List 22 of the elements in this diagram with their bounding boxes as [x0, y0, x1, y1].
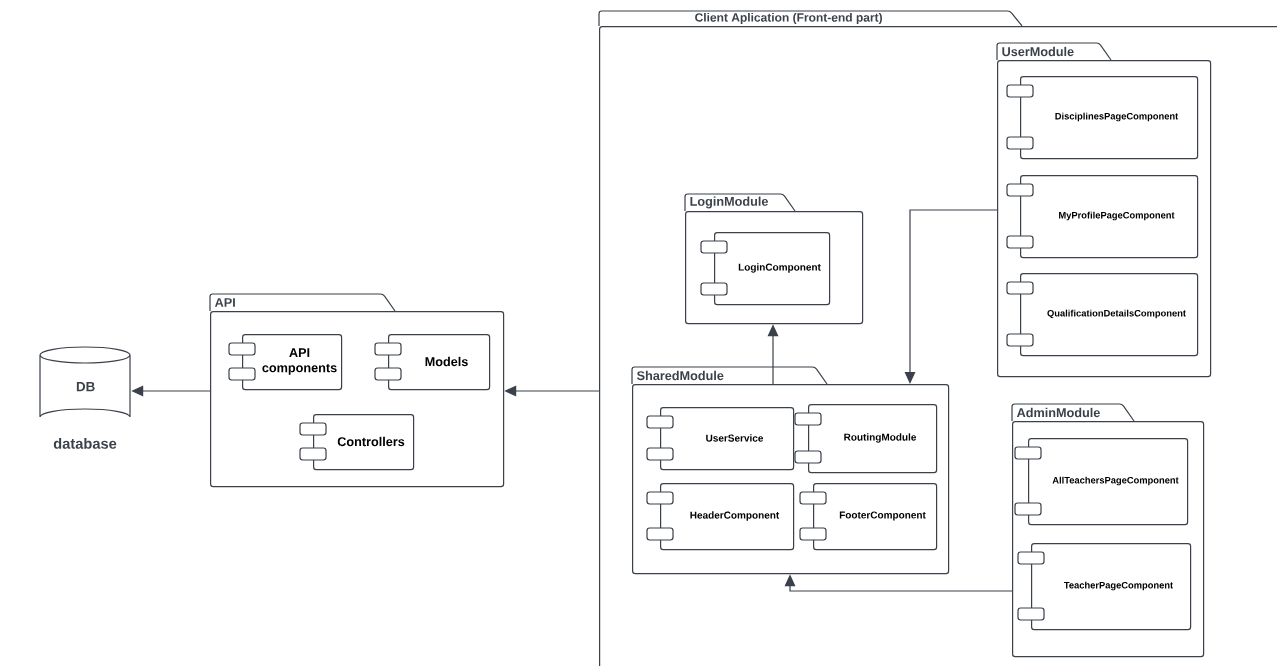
component-box: FooterComponent: [799, 483, 938, 551]
node-label: SharedModule: [636, 370, 724, 381]
database-cylinder: DB database: [39, 346, 131, 449]
component-box: MyProfilePageComponent: [1006, 175, 1199, 259]
component-box: AllTeachersPageComponent: [1014, 438, 1189, 526]
component-box: LoginComponent: [700, 232, 831, 306]
component-box: TeacherPageComponent: [1017, 543, 1192, 631]
node-label: UserModule: [1002, 46, 1074, 57]
component-box: API components: [228, 334, 343, 391]
component-box: QualificationDetailsComponent: [1006, 273, 1199, 357]
arrow: [904, 209, 998, 384]
component-box: UserService: [646, 407, 795, 471]
component-box: Models: [374, 334, 491, 391]
component-box: Controllers: [299, 414, 415, 471]
node-label: database: [53, 438, 117, 449]
node-label: AdminModule: [1016, 407, 1100, 418]
component-box: RoutingModule: [794, 404, 938, 474]
node-label: LoginModule: [690, 196, 768, 209]
node-label: Client Aplication (Front-end part): [695, 12, 883, 25]
node-label: API: [214, 298, 235, 307]
component-box: DisciplinesPageComponent: [1006, 76, 1199, 160]
component-box: HeaderComponent: [646, 483, 795, 551]
